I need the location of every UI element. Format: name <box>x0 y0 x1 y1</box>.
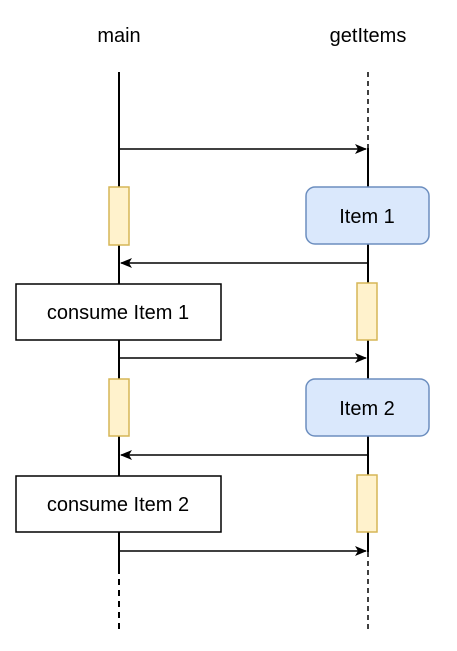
consume-item-2-box: consume Item 2 <box>15 475 222 533</box>
consume-item-1-label: consume Item 1 <box>47 302 189 324</box>
main-activation-1 <box>108 186 130 246</box>
getitems-activation-1 <box>356 282 378 341</box>
participant-main-label: main <box>97 25 140 47</box>
item-2-label: Item 2 <box>339 398 395 420</box>
participant-getitems-label: getItems <box>330 25 407 47</box>
item-2-box: Item 2 <box>305 378 430 437</box>
getitems-activation-2 <box>356 474 378 533</box>
main-activation-2 <box>108 378 130 437</box>
item-1-label: Item 1 <box>339 206 395 228</box>
item-1-box: Item 1 <box>305 186 430 245</box>
consume-item-2-label: consume Item 2 <box>47 494 189 516</box>
consume-item-1-box: consume Item 1 <box>15 283 222 341</box>
